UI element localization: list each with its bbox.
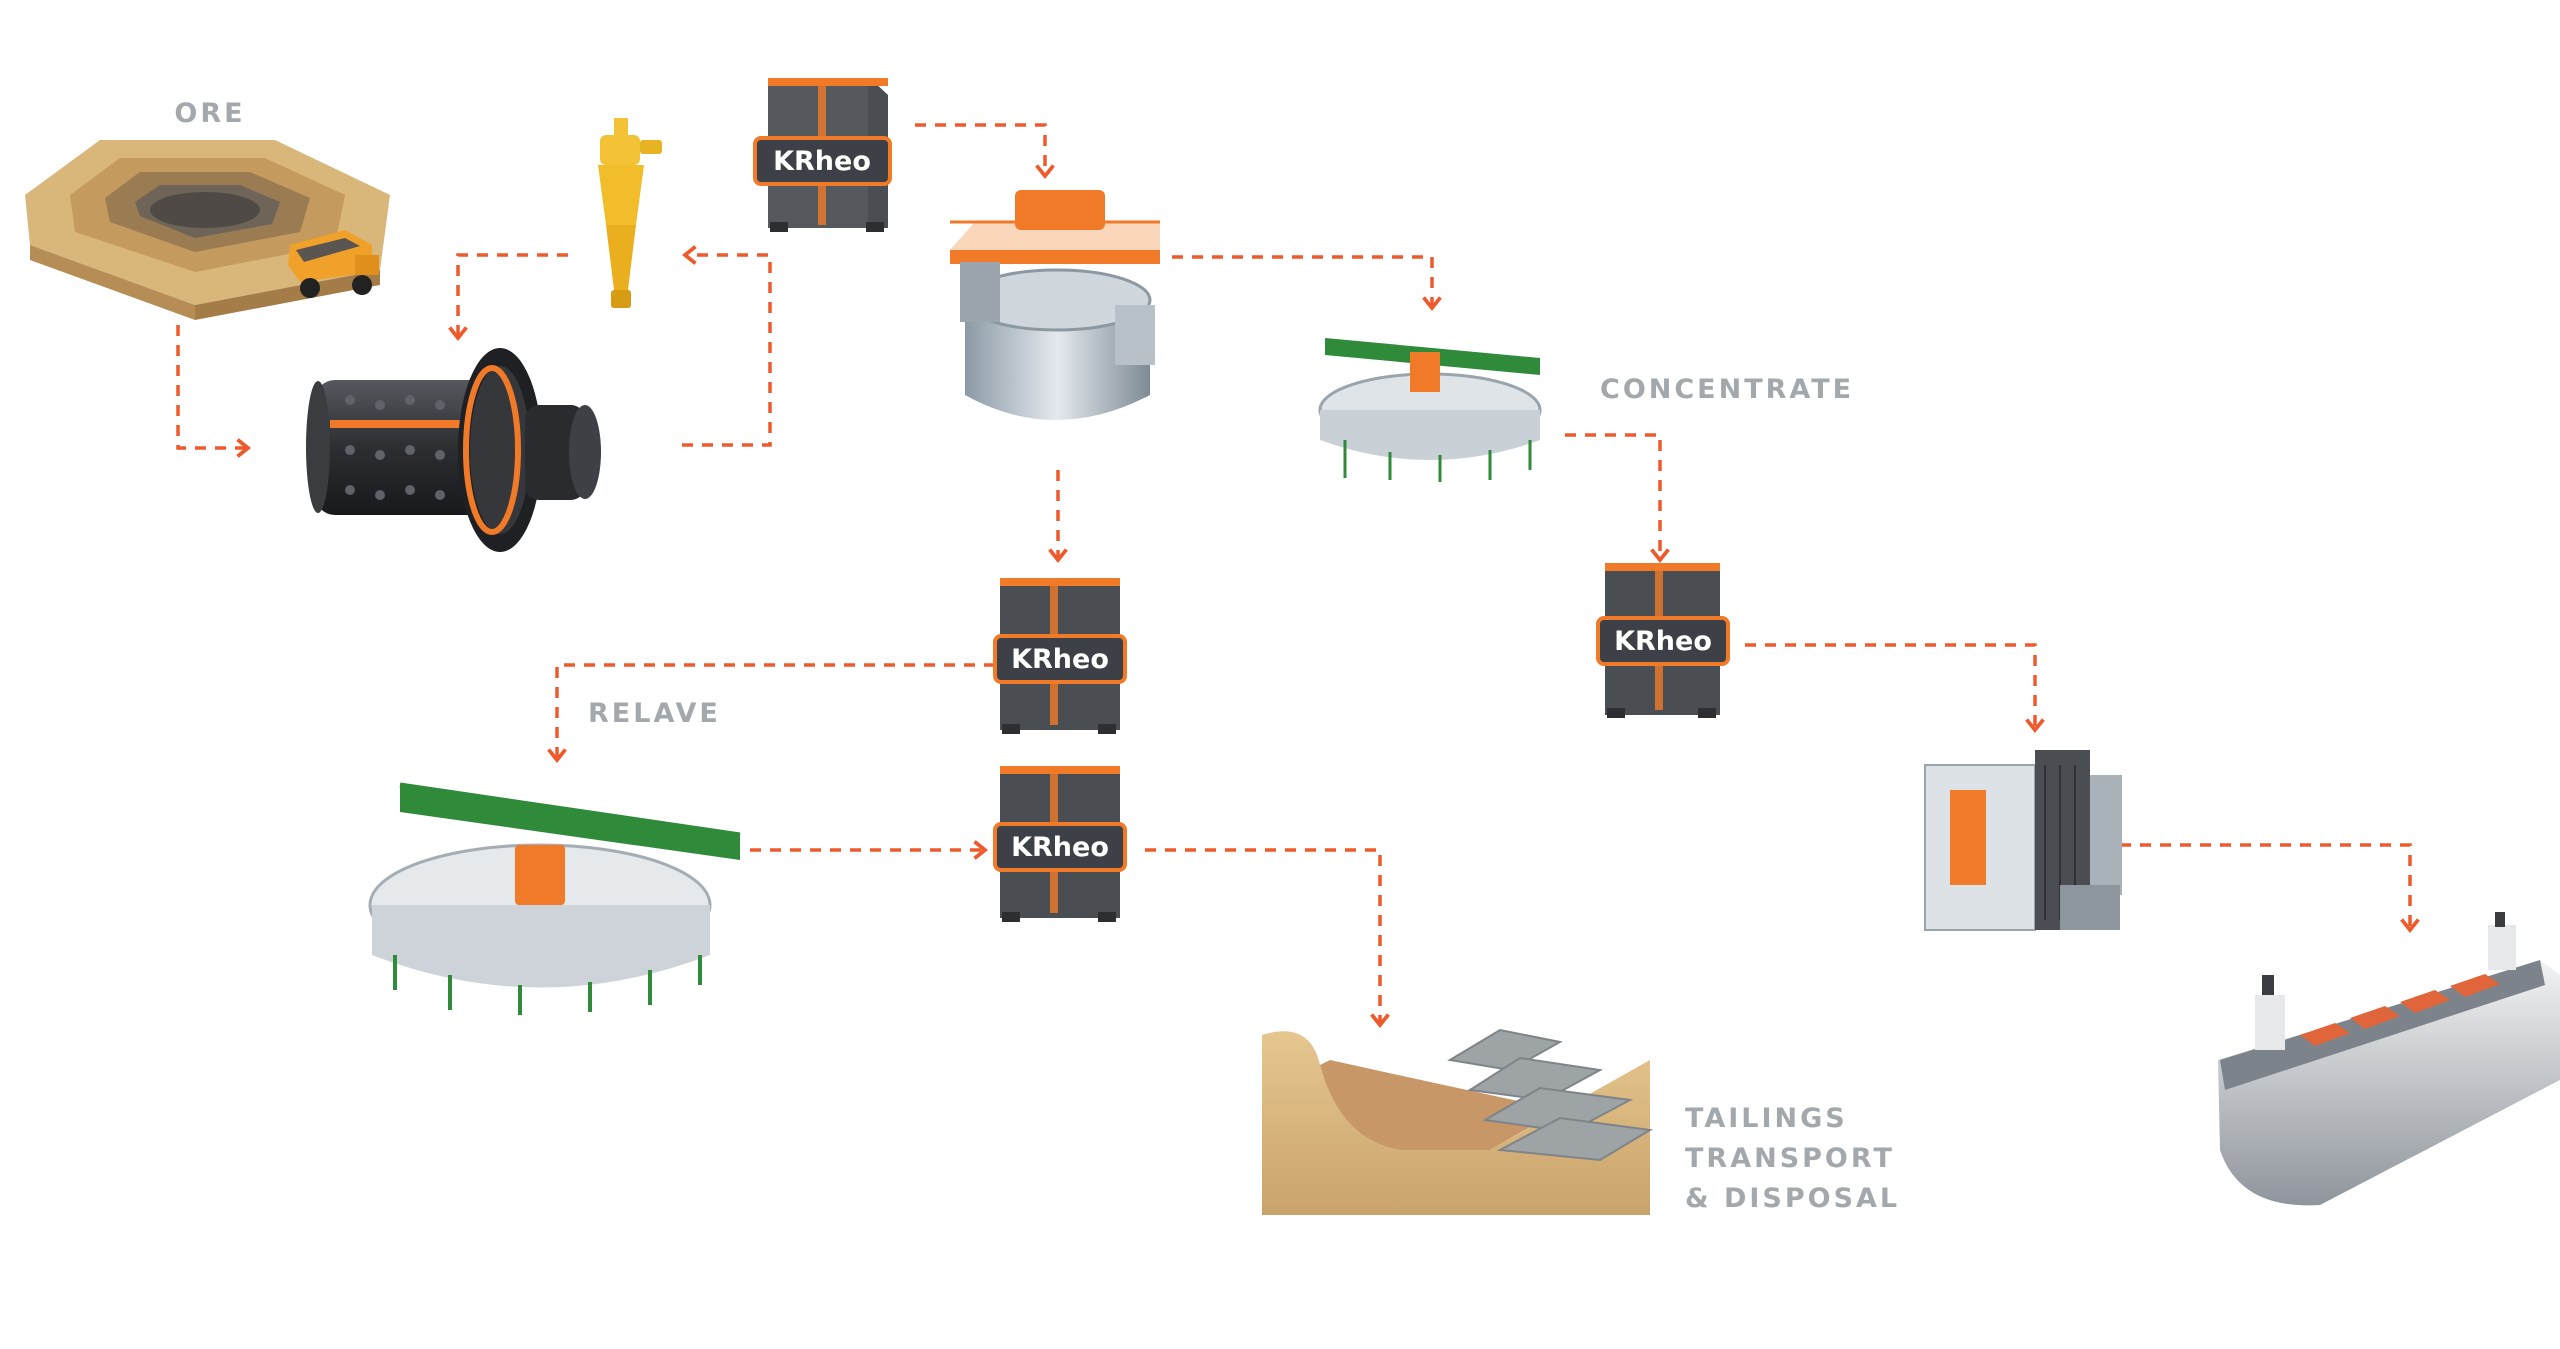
hydrocyclone-icon	[598, 118, 662, 308]
flotation-thickener-icon	[368, 782, 741, 1015]
filter-press-icon	[1924, 750, 2122, 931]
krheo-label: KRheo	[1011, 832, 1109, 863]
arrow-ore-to-mill	[176, 325, 252, 458]
label-tailings-line-1: TAILINGS	[1685, 1103, 1848, 1134]
krheo-label: KRheo	[1614, 626, 1712, 657]
arrow-thickener-to-krheo2	[1565, 433, 1670, 564]
label-tailings-line-2: TRANSPORT	[1685, 1143, 1895, 1174]
krheo-label: KRheo	[773, 146, 871, 177]
arrow-tank-to-thickener	[1172, 255, 1442, 312]
arrow-filter-to-ship	[2120, 843, 2420, 934]
open-pit-mine-icon	[25, 140, 390, 320]
flotation-thickener-icon	[1318, 338, 1542, 482]
bulk-carrier-ship-icon	[2218, 912, 2560, 1206]
arrow-krheo3-to-relave	[547, 663, 995, 764]
arrow-krheo2-to-filter	[1745, 643, 2045, 734]
krheo-unit-3: KRheo	[993, 578, 1127, 734]
ball-mill-icon	[306, 348, 601, 552]
krheo-label: KRheo	[1011, 644, 1109, 675]
tailings-dam-icon	[1262, 1028, 1653, 1215]
krheo-unit-4: KRheo	[993, 766, 1127, 922]
krheo-unit-2: KRheo	[1596, 563, 1730, 718]
arrow-krheo1-to-tank	[915, 123, 1055, 180]
label-ore: ORE	[174, 98, 245, 129]
arrow-krheo4-to-tailings	[1145, 848, 1390, 1029]
label-tailings-line-3: & DISPOSAL	[1685, 1183, 1900, 1214]
flow-arrows	[176, 123, 2420, 1029]
haul-truck-icon	[288, 230, 379, 298]
label-concentrate: CONCENTRATE	[1600, 374, 1854, 405]
arrow-mill-to-cyclone	[681, 245, 772, 447]
label-relave: RELAVE	[588, 698, 721, 729]
krheo-unit-1: KRheo	[753, 78, 892, 232]
thickener-tank-icon	[950, 190, 1160, 420]
arrow-cyclone-to-mill	[448, 253, 568, 342]
